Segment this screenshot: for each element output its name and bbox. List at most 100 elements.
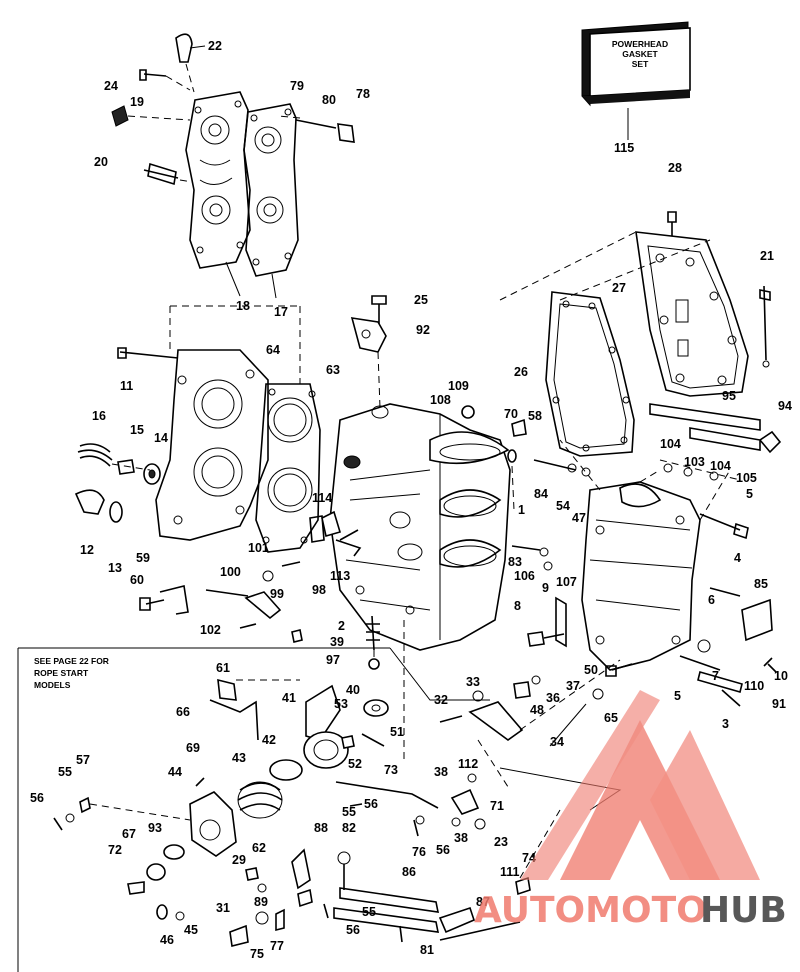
callout-69: 69 [186,741,200,755]
callout-94: 94 [778,399,792,413]
callout-17: 17 [274,305,288,319]
callout-53: 53 [334,697,348,711]
callout-39: 39 [330,635,344,649]
callout-104a: 104 [660,437,681,451]
callout-34: 34 [550,735,564,749]
callout-89: 89 [254,895,268,909]
cylinder-head-covers [185,91,299,299]
callout-114: 114 [312,491,332,505]
callout-86: 86 [402,865,416,879]
callout-1: 1 [518,503,525,517]
callout-24: 24 [104,79,118,93]
callout-115: 115 [614,141,634,155]
callout-101: 101 [248,541,269,555]
callout-83: 83 [508,555,522,569]
callout-42: 42 [262,733,276,747]
callout-78: 78 [356,87,370,101]
callout-106: 106 [514,569,535,583]
callout-56a: 56 [30,791,44,805]
callout-79: 79 [290,79,304,93]
callout-107: 107 [556,575,577,589]
callout-56d: 56 [346,923,360,937]
callout-6: 6 [708,593,715,607]
callout-97: 97 [326,653,340,667]
callout-40: 40 [346,683,360,697]
callout-104b: 104 [710,459,731,473]
callout-71: 71 [490,799,504,813]
callout-56b: 56 [364,797,378,811]
callout-54: 54 [556,499,570,513]
callout-55a: 55 [58,765,72,779]
callout-18: 18 [236,299,250,313]
callout-99: 99 [270,587,284,601]
callout-92: 92 [416,323,430,337]
exhaust-hardware [350,211,782,454]
callout-3: 3 [722,717,729,731]
callout-62: 62 [252,841,266,855]
callout-84: 84 [534,487,548,501]
callout-80: 80 [322,93,336,107]
callout-72: 72 [108,843,122,857]
callout-82: 82 [342,821,356,835]
callout-55c: 55 [362,905,376,919]
callout-33: 33 [466,675,480,689]
callout-16: 16 [92,409,106,423]
callout-13: 13 [108,561,122,575]
box-label-line-2: GASKET [622,49,658,59]
callout-10: 10 [774,669,788,683]
callout-19: 19 [130,95,144,109]
callout-32: 32 [434,693,448,707]
callout-58: 58 [528,409,542,423]
intake-cover [155,305,321,553]
watermark-text-2: HUB [700,890,787,931]
callout-81: 81 [420,943,434,957]
callout-108: 108 [430,393,451,407]
callout-61: 61 [216,661,230,675]
callout-4: 4 [734,551,741,565]
callout-60: 60 [130,573,144,587]
callout-51: 51 [390,725,404,739]
callout-36: 36 [546,691,560,705]
callout-37: 37 [566,679,580,693]
callout-15: 15 [130,423,144,437]
callout-66: 66 [176,705,190,719]
callout-87: 87 [476,895,490,909]
callout-22: 22 [208,39,222,53]
callout-52: 52 [348,757,362,771]
callout-63: 63 [326,363,340,377]
callout-85: 85 [754,577,768,591]
callout-55b: 55 [342,805,356,819]
callout-70: 70 [504,407,518,421]
note-line-1: SEE PAGE 22 FOR [34,656,109,666]
callout-38b: 38 [454,831,468,845]
callout-109: 109 [448,379,469,393]
linkage-upper [139,510,359,643]
callout-88: 88 [314,821,328,835]
note-line-3: MODELS [34,680,71,690]
watermark-logo: AUTOMOTO HUB [474,690,787,931]
linkage-lower [156,659,622,947]
callout-47: 47 [572,511,586,525]
callout-73: 73 [384,763,398,777]
callout-27: 27 [612,281,626,295]
callout-21: 21 [760,249,774,263]
callout-43: 43 [232,751,246,765]
callout-57: 57 [76,753,90,767]
callout-41: 41 [282,691,296,705]
callout-64: 64 [266,343,280,357]
callout-113: 113 [330,569,350,583]
callout-67: 67 [122,827,136,841]
callout-31: 31 [216,901,230,915]
callout-103: 103 [684,455,705,469]
callout-44: 44 [168,765,182,779]
callout-59: 59 [136,551,150,565]
intake-hardware [74,347,179,523]
gasket-set-box: POWERHEAD GASKET SET [581,21,691,140]
callout-labels: 22 24 19 79 80 78 20 18 17 115 28 21 27 … [30,39,792,961]
callout-5b: 5 [674,689,681,703]
exhaust-cover [499,231,749,457]
box-label-line-1: POWERHEAD [612,39,668,49]
crankcase-block [329,403,511,760]
crankcase-hardware [309,405,591,670]
callout-98: 98 [312,583,326,597]
